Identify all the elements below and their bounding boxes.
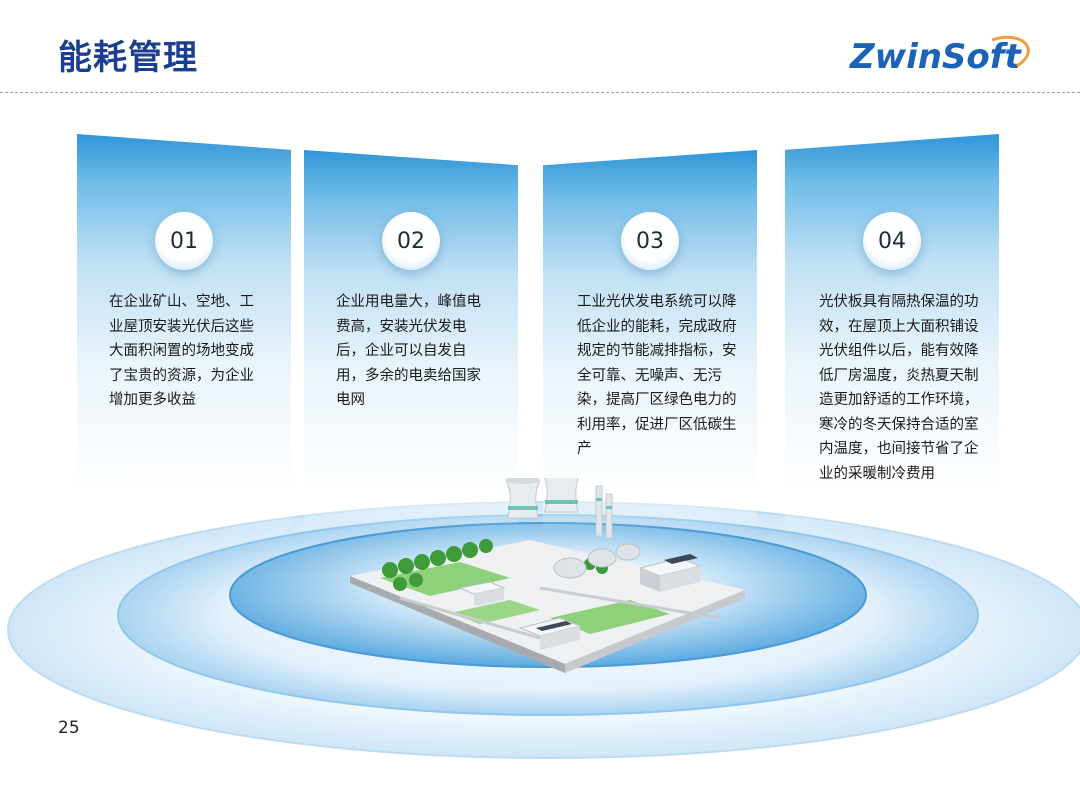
- zwinsoft-logo: ZwinSoft: [849, 35, 1030, 77]
- card-text: 光伏板具有隔热保温的功效，在屋顶上大面积铺设光伏组件以后，能有效降低厂房温度，炎…: [819, 294, 979, 482]
- card-number: 02: [397, 228, 425, 254]
- card-text: 工业光伏发电系统可以降低企业的能耗，完成政府规定的节能减排指标，安全可靠、无噪声…: [577, 294, 737, 457]
- page-number: 25: [58, 718, 80, 738]
- number-badge: 04: [863, 212, 921, 270]
- number-badge: 02: [382, 212, 440, 270]
- card-number: 03: [636, 228, 664, 254]
- card-04: 04 光伏板具有隔热保温的功效，在屋顶上大面积铺设光伏组件以后，能有效降低厂房温…: [785, 134, 999, 530]
- card-01: 01 在企业矿山、空地、工业屋顶安装光伏后这些大面积闲置的场地变成了宝贵的资源，…: [77, 134, 291, 530]
- power-plant-illustration: [350, 478, 745, 673]
- number-badge: 03: [621, 212, 679, 270]
- logo-text: ZwinSoft: [849, 37, 1023, 77]
- card-text: 在企业矿山、空地、工业屋顶安装光伏后这些大面积闲置的场地变成了宝贵的资源，为企业…: [109, 294, 254, 408]
- card-02: 02 企业用电量大，峰值电费高，安装光伏发电后，企业可以自发自用，多余的电卖给国…: [304, 150, 518, 530]
- card-number: 04: [878, 228, 906, 254]
- card-03: 03 工业光伏发电系统可以降低企业的能耗，完成政府规定的节能减排指标，安全可靠、…: [543, 150, 757, 530]
- page-title: 能耗管理: [58, 38, 198, 78]
- card-text: 企业用电量大，峰值电费高，安装光伏发电后，企业可以自发自用，多余的电卖给国家电网: [336, 294, 481, 408]
- header-divider: [0, 92, 1080, 93]
- card-number: 01: [170, 228, 198, 254]
- number-badge: 01: [155, 212, 213, 270]
